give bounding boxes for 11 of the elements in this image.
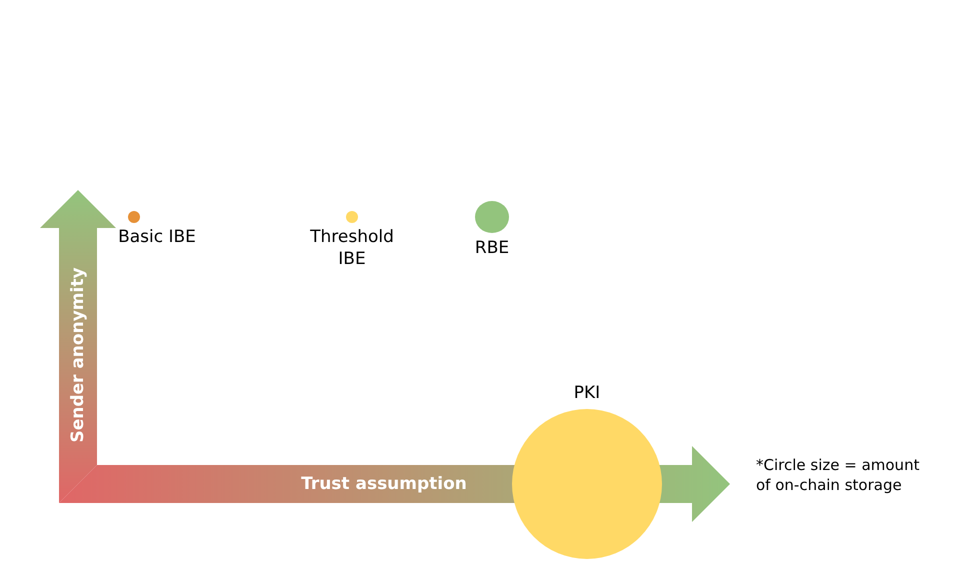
bubble-marker	[346, 211, 358, 223]
footnote: *Circle size = amount of on-chain storage	[756, 455, 920, 495]
bubble-marker	[128, 211, 140, 223]
bubble-label: PKI	[572, 382, 602, 404]
bubble-label: Threshold IBE	[309, 226, 395, 270]
axis-label: Sender anonymity	[67, 267, 89, 443]
bubble-marker	[475, 201, 509, 233]
bubble-label: Basic IBE	[117, 226, 197, 248]
bubble-marker	[512, 409, 662, 559]
axis-label: Trust assumption	[301, 473, 467, 495]
bubble-label: RBE	[474, 237, 510, 259]
